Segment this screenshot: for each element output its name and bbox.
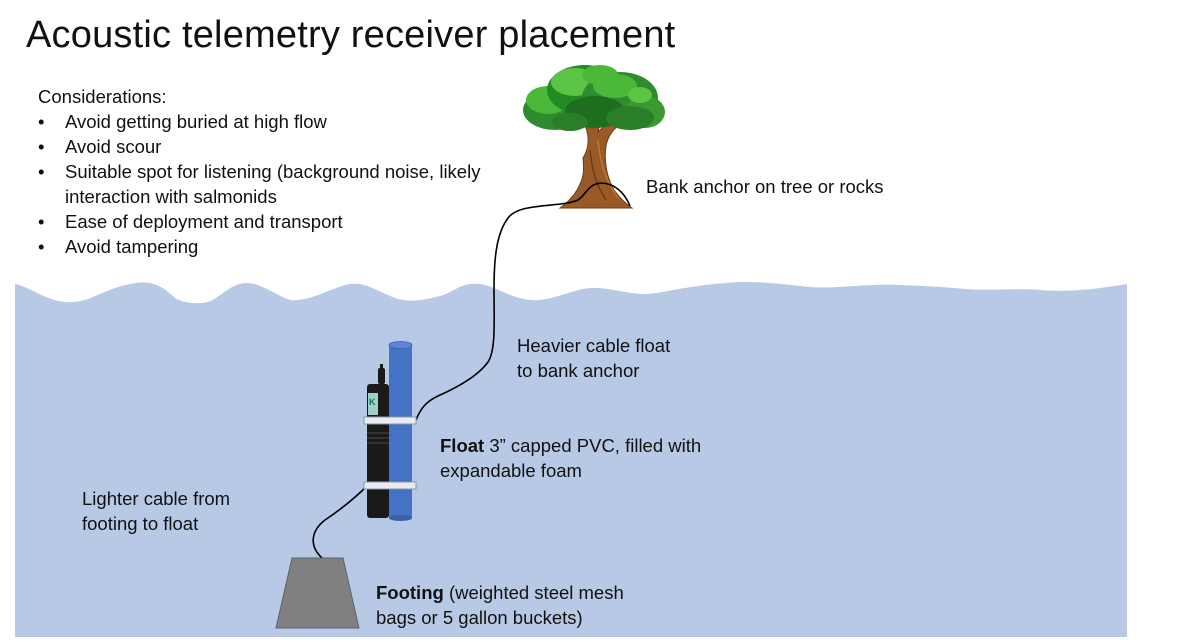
acoustic-receiver: K [367,364,389,518]
water-body [15,281,1127,637]
float-label-line2: expandable foam [440,460,582,481]
float-label: Float 3” capped PVC, filled with expanda… [440,433,701,483]
footing-label-line1: (weighted steel mesh [443,582,624,603]
considerations-block: Considerations: Avoid getting buried at … [38,84,518,259]
consideration-item: Ease of deployment and transport [38,209,518,234]
footing-label: Footing (weighted steel mesh bags or 5 g… [376,580,624,630]
footing-label-line2: bags or 5 gallon buckets) [376,607,583,628]
heavier-cable-label: Heavier cable float to bank anchor [517,333,670,383]
lighter-cable-label-line1: Lighter cable from [82,488,231,509]
tree-foliage [523,65,665,131]
pvc-float [388,341,413,521]
heavier-cable-label-line1: Heavier cable float [517,335,671,356]
float-label-bold: Float [440,435,485,456]
consideration-item: Suitable spot for listening (background … [38,159,518,209]
heavier-cable-label-line2: to bank anchor [517,360,640,381]
footing-label-bold: Footing [376,582,444,603]
consideration-item: Avoid scour [38,134,518,159]
considerations-list: Avoid getting buried at high flow Avoid … [38,109,518,259]
svg-text:K: K [369,397,376,407]
lighter-cable-label-line2: footing to float [82,513,199,534]
float-label-line1: 3” capped PVC, filled with [484,435,702,456]
footing [275,557,360,629]
consideration-item: Avoid tampering [38,234,518,259]
tree-icon [523,65,665,209]
slide-title: Acoustic telemetry receiver placement [26,14,676,56]
upper-clamp [363,416,417,425]
considerations-heading: Considerations: [38,86,167,107]
lighter-cable [312,484,369,559]
consideration-item: Avoid getting buried at high flow [38,109,518,134]
bank-anchor-label: Bank anchor on tree or rocks [646,176,884,197]
lower-clamp [363,481,417,490]
lighter-cable-label: Lighter cable from footing to float [82,486,230,536]
